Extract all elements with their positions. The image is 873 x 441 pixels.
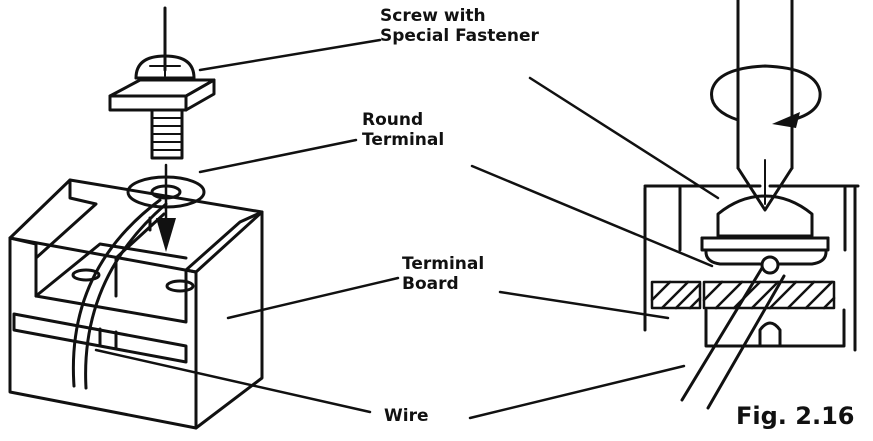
section-round-terminal [704,250,828,275]
screw-label-line1: Screw with [380,6,486,26]
left-assembly [8,6,264,430]
right-cross-section [643,0,860,410]
round-terminal-label: Round Terminal [362,110,444,150]
board-hatching [650,280,836,310]
screw-thread [150,108,184,160]
section-screw-head [700,194,830,252]
terminal-board-label-line1: Terminal [402,254,485,274]
insertion-arrowhead [156,218,176,252]
screw-head [134,54,196,80]
figure-number: Fig. 2.16 [736,402,855,430]
rotation-arrow [710,64,822,128]
left-wire [71,198,162,388]
screw-label-line2: Special Fastener [380,26,539,46]
right-wire [680,266,764,402]
terminal-board-label-line2: Board [402,274,459,294]
terminal-board-label: Terminal Board [402,254,484,294]
terminal-block [8,178,264,430]
wire-label: Wire [384,406,429,426]
special-fastener [108,78,216,112]
screwdriver [736,0,794,212]
leader-lines [94,38,720,420]
round-terminal-label-line1: Round [362,110,424,130]
round-terminal-label-line2: Terminal [362,130,445,150]
screw-label: Screw with Special Fastener [380,6,539,46]
